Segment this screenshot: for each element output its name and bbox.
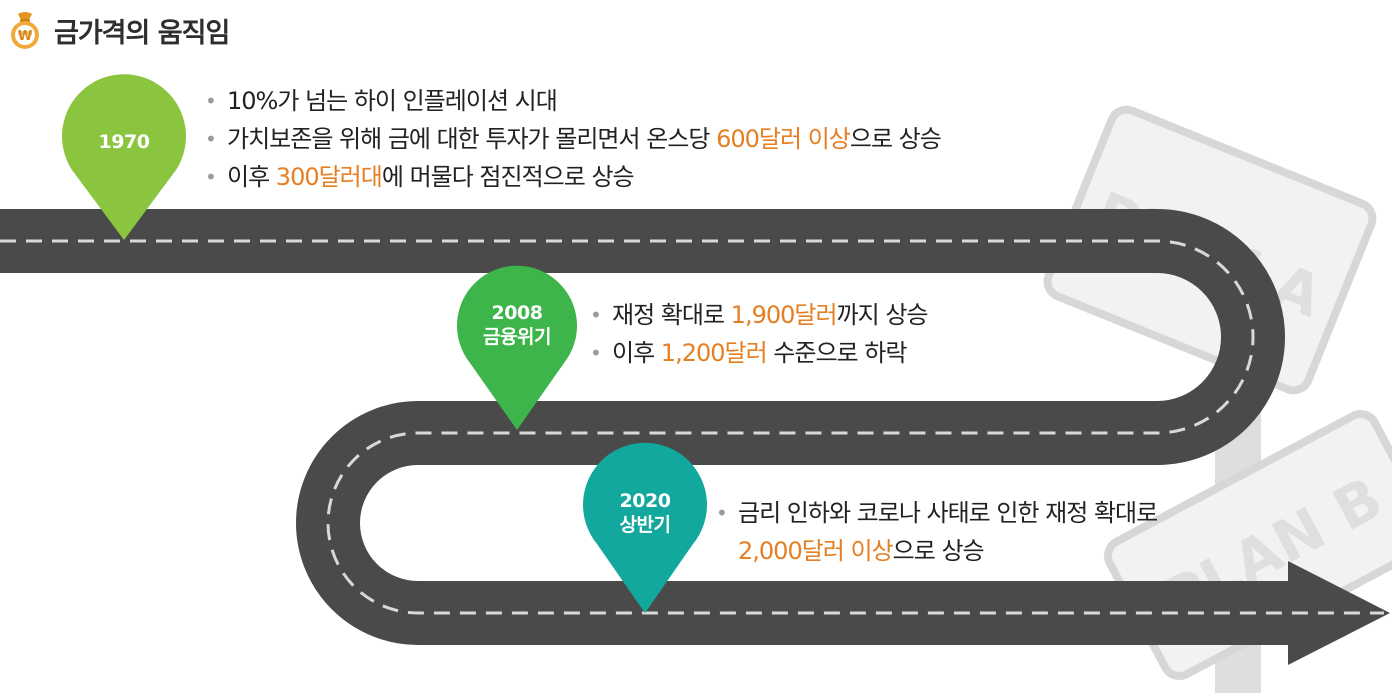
bullet-item: 이후 1,200달러 수준으로 하락: [590, 334, 928, 372]
bullets-2020: 금리 인하와 코로나 사태로 인한 재정 확대로 2,000달러 이상으로 상승: [716, 494, 1158, 570]
pin-year: 2020: [619, 490, 671, 512]
road-center-dashes: [0, 239, 1384, 615]
won-money-bag-icon: ₩: [11, 12, 39, 49]
bullets-1970: 10%가 넘는 하이 인플레이션 시대 가치보존을 위해 금에 대한 투자가 몰…: [205, 82, 942, 196]
bullet-item: 이후 300달러대에 머물다 점진적으로 상승: [205, 158, 941, 196]
pin-2020: [582, 442, 707, 613]
header: ₩ 금가격의 움직임: [6, 10, 230, 50]
pin-label-2020: 2020 상반기: [590, 489, 700, 537]
won-symbol: ₩: [18, 29, 33, 44]
bullet-item: 재정 확대로 1,900달러까지 상승: [590, 296, 928, 334]
bullet-item: 가치보존을 위해 금에 대한 투자가 몰리면서 온스당 600달러 이상으로 상…: [205, 120, 942, 158]
bullet-item: 금리 인하와 코로나 사태로 인한 재정 확대로: [716, 494, 1158, 532]
pin-year: 2008: [491, 302, 543, 324]
pin-label-2008: 2008 금융위기: [462, 301, 572, 349]
pin-year: 1970: [98, 131, 150, 153]
pin-1970: [61, 74, 186, 241]
bullet-item: 10%가 넘는 하이 인플레이션 시대: [205, 82, 941, 120]
bullets-2008: 재정 확대로 1,900달러까지 상승 이후 1,200달러 수준으로 하락: [590, 296, 928, 372]
road-arrowhead: [1288, 561, 1390, 665]
bullet-item-continued: 2,000달러 이상으로 상승: [738, 537, 985, 565]
pin-2008: [457, 265, 577, 430]
pin-label-1970: 1970: [74, 130, 174, 154]
pin-subtitle: 금융위기: [483, 326, 551, 348]
pin-subtitle: 상반기: [619, 514, 671, 536]
page-title: 금가격의 움직임: [54, 17, 230, 49]
